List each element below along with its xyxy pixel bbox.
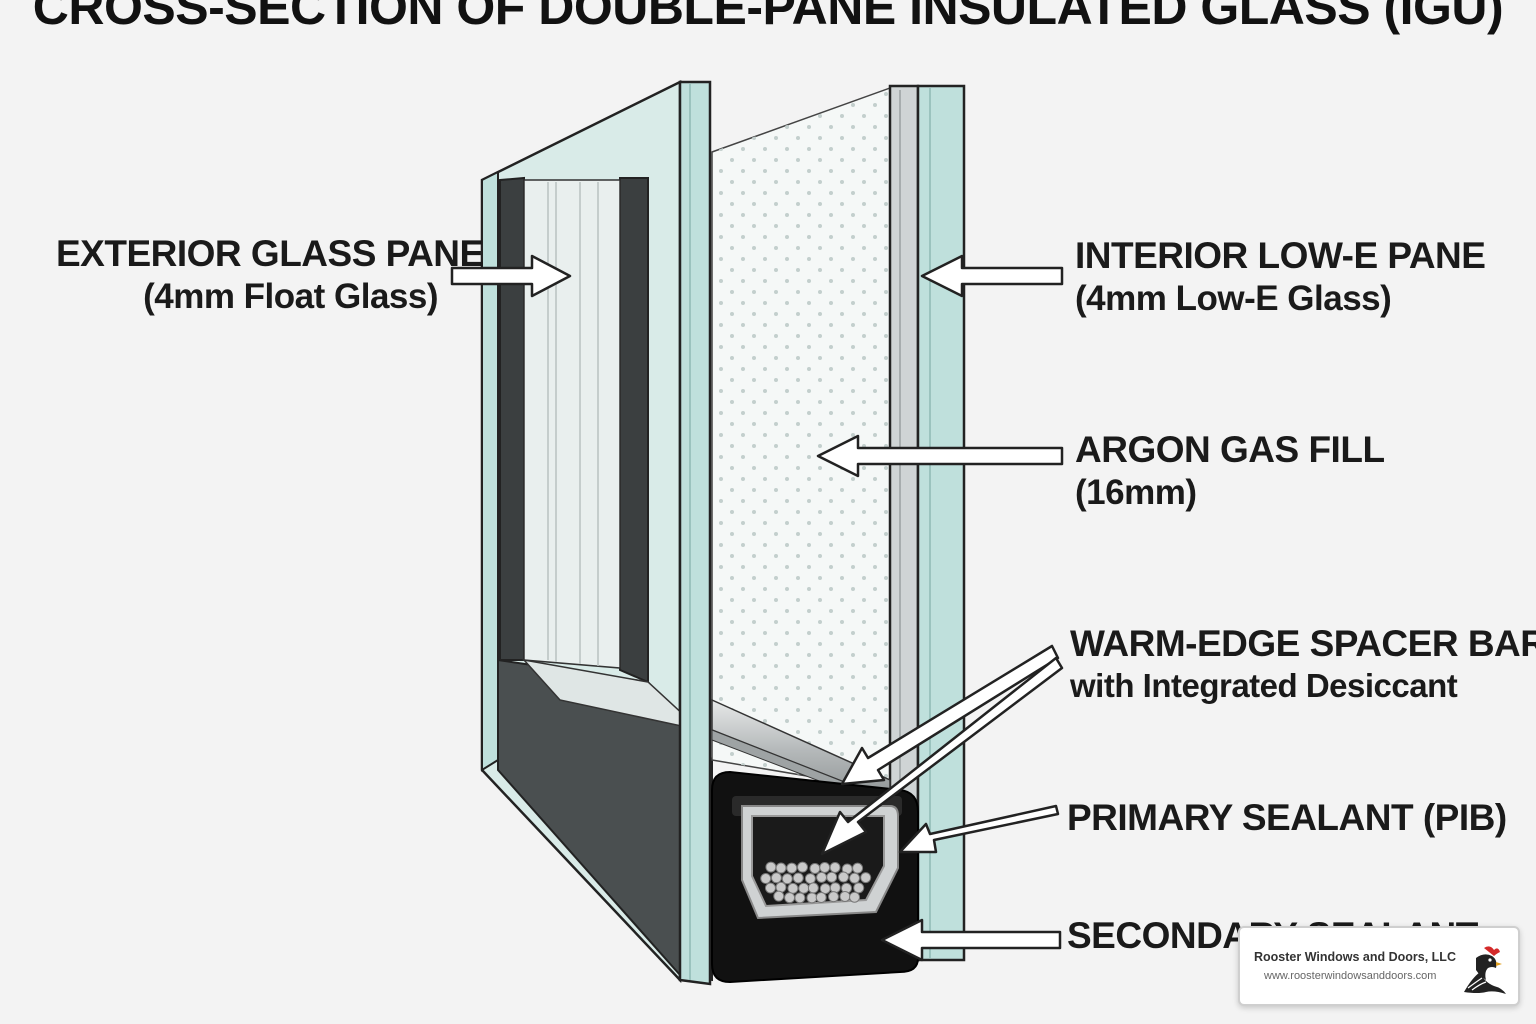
arrow-secondary — [882, 920, 1060, 960]
desiccant-bead — [798, 862, 808, 872]
desiccant-bead — [765, 883, 775, 893]
desiccant-bead — [850, 873, 860, 883]
desiccant-bead — [793, 873, 803, 883]
company-url[interactable]: www.roosterwindowsanddoors.com — [1264, 970, 1436, 982]
desiccant-bead — [810, 863, 820, 873]
desiccant-bead — [774, 891, 784, 901]
label-interior-pane: INTERIOR LOW-E PANE (4mm Low-E Glass) — [1075, 234, 1485, 320]
exterior-pane-edge — [680, 82, 710, 984]
desiccant-bead — [776, 882, 786, 892]
desiccant-bead — [840, 891, 850, 901]
desiccant-bead — [807, 893, 817, 903]
desiccant-bead — [782, 874, 792, 884]
desiccant-bead — [808, 883, 818, 893]
label-argon-line2: (16mm) — [1075, 472, 1385, 514]
desiccant-bead — [853, 863, 863, 873]
label-exterior-line1: EXTERIOR GLASS PANE — [56, 232, 438, 276]
desiccant-bead — [817, 872, 827, 882]
label-spacer-line2: with Integrated Desiccant — [1070, 666, 1536, 706]
desiccant-bead — [788, 883, 798, 893]
desiccant-bead — [795, 893, 805, 903]
rooster-icon — [1454, 942, 1510, 998]
desiccant-bead — [776, 863, 786, 873]
desiccant-bead — [850, 892, 860, 902]
label-interior-line1: INTERIOR LOW-E PANE — [1075, 234, 1485, 278]
desiccant-bead — [830, 883, 840, 893]
label-interior-line2: (4mm Low-E Glass) — [1075, 278, 1485, 320]
label-primary-line1: PRIMARY SEALANT (PIB) — [1067, 796, 1507, 840]
label-exterior-line2: (4mm Float Glass) — [56, 276, 438, 318]
desiccant-bead — [854, 883, 864, 893]
desiccant-bead — [799, 883, 809, 893]
argon-gas-cavity — [712, 88, 890, 790]
desiccant-bead — [805, 874, 815, 884]
label-primary-sealant: PRIMARY SEALANT (PIB) — [1067, 796, 1507, 840]
company-name: Rooster Windows and Doors, LLC — [1254, 950, 1456, 964]
desiccant-bead — [861, 873, 871, 883]
label-argon-line1: ARGON GAS FILL — [1075, 428, 1385, 472]
desiccant-bead — [766, 862, 776, 872]
desiccant-bead — [829, 892, 839, 902]
label-exterior-pane: EXTERIOR GLASS PANE (4mm Float Glass) — [56, 232, 438, 318]
company-badge[interactable]: Rooster Windows and Doors, LLC www.roost… — [1238, 926, 1520, 1006]
desiccant-bead — [827, 872, 837, 882]
desiccant-bead — [816, 892, 826, 902]
label-spacer-line1: WARM-EDGE SPACER BAR — [1070, 622, 1536, 666]
desiccant-bead — [761, 874, 771, 884]
desiccant-bead — [787, 863, 797, 873]
label-spacer-bar: WARM-EDGE SPACER BAR with Integrated Des… — [1070, 622, 1536, 706]
desiccant-bead — [820, 862, 830, 872]
desiccant-bead — [785, 893, 795, 903]
label-argon-gas: ARGON GAS FILL (16mm) — [1075, 428, 1385, 514]
desiccant-bead — [771, 873, 781, 883]
desiccant-bead — [830, 862, 840, 872]
desiccant-bead — [839, 872, 849, 882]
